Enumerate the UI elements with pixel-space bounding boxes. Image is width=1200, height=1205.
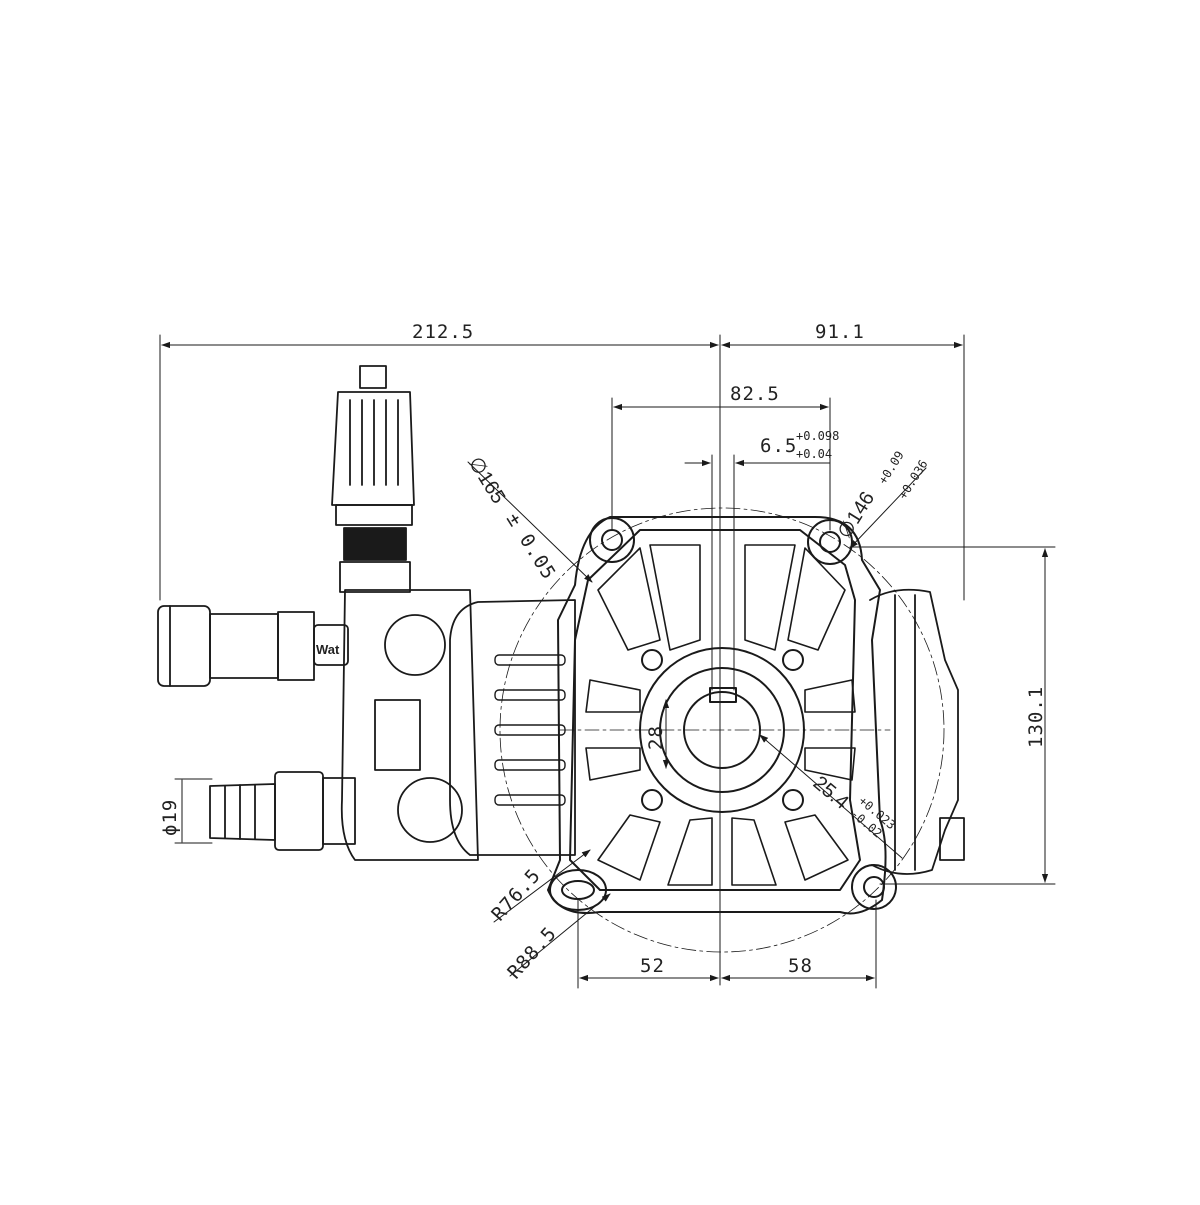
valve-collar <box>335 504 413 526</box>
hub-ring <box>659 667 785 793</box>
inlet-nut <box>274 771 324 851</box>
valve-knob <box>331 391 415 506</box>
dim-key-tol-lower: +0.04 <box>796 447 832 461</box>
dim-keyway-depth: 28 <box>645 725 667 750</box>
dim-bottom-left: 52 <box>640 955 665 977</box>
rib-left-1 <box>597 547 661 651</box>
port-plug-top <box>384 614 446 676</box>
dim-inlet-diameter: ϕ19 <box>159 799 181 836</box>
bolt-slot-bottom-left-inner <box>561 880 595 900</box>
side-cover-nut <box>939 817 965 861</box>
hub-bolt-tr <box>782 649 804 671</box>
fin-2 <box>494 689 566 701</box>
dim-radius-inner: R76.5 <box>487 864 545 925</box>
rib-right-1 <box>787 547 846 651</box>
rib-bottom-2 <box>667 817 713 886</box>
bolt-hole-top-right <box>819 531 841 553</box>
shaft-bore <box>683 691 761 769</box>
rib-top-1 <box>649 544 701 651</box>
rib-bottom-3 <box>731 817 777 886</box>
valve-label: Wat <box>316 642 340 657</box>
unloader-valve <box>331 365 415 593</box>
leader-radius-inner <box>493 849 591 923</box>
rib-left-3 <box>585 747 641 781</box>
dim-pilot-diameter: ∅146 <box>834 488 880 543</box>
inlet-barb <box>209 771 356 851</box>
rib-bottom-4 <box>784 814 849 881</box>
hub-bolt-bl <box>641 789 663 811</box>
leader-pilot-diameter <box>849 467 927 549</box>
manifold-body <box>340 589 576 861</box>
dim-overall-width: 212.5 <box>412 321 474 343</box>
rib-bottom-1 <box>597 814 661 881</box>
keyway <box>709 687 737 703</box>
flange-outline <box>547 516 887 915</box>
bolt-circle-arc <box>499 507 945 953</box>
rib-top-2 <box>744 544 796 651</box>
rib-right-3 <box>804 747 856 781</box>
flange-ribs <box>585 544 856 886</box>
valve-body <box>339 561 411 593</box>
hub-bolt-br <box>782 789 804 811</box>
flange-inner-outline <box>569 529 861 891</box>
dim-bolt-span: 82.5 <box>730 383 780 405</box>
dim-radius-outer: R88.5 <box>503 922 561 983</box>
flange-housing <box>547 516 897 915</box>
bolt-hole-top-left <box>601 529 623 551</box>
dim-right-offset: 91.1 <box>815 321 865 343</box>
side-cover <box>869 588 965 875</box>
dimension-lines <box>159 334 1056 989</box>
fin-4 <box>494 759 566 771</box>
dim-flange-diameter: ∅165 <box>464 453 510 508</box>
inlet-elbow <box>322 777 356 845</box>
hub-bolt-tl <box>641 649 663 671</box>
side-cover-outline <box>869 588 959 875</box>
outlet-fitting <box>313 624 349 666</box>
bolt-boss-top-left <box>589 517 635 563</box>
valve-cap-nut <box>359 365 387 389</box>
dim-bottom-right: 58 <box>788 955 813 977</box>
fin-3 <box>494 724 566 736</box>
dim-flange-diameter-tol: ± 0.05 <box>502 509 560 584</box>
manifold-outline <box>449 599 576 856</box>
dim-pilot-tol-upper: +0.09 <box>876 449 907 487</box>
cooling-fins <box>494 654 566 806</box>
manifold-detail <box>374 699 421 771</box>
bolt-slot-bottom-left <box>549 869 607 911</box>
rib-left-2 <box>585 679 641 713</box>
dim-height: 130.1 <box>1025 686 1047 748</box>
manifold-head <box>340 589 479 861</box>
valve-spring <box>343 527 407 561</box>
bolt-hole-bottom-right <box>863 876 885 898</box>
coupler-body <box>209 613 279 679</box>
leader-shaft-diameter <box>759 734 903 859</box>
outlet-coupler <box>157 605 349 687</box>
center-lines <box>499 507 945 953</box>
hub-outer <box>639 647 805 813</box>
coupler-hex <box>277 611 315 681</box>
fin-5 <box>494 794 566 806</box>
coupler-sleeve <box>157 605 211 687</box>
fin-1 <box>494 654 566 666</box>
barb-shape <box>209 783 276 841</box>
leader-flange-diameter <box>467 461 593 583</box>
dim-key-width: 6.5 <box>760 435 797 457</box>
port-plug-bottom <box>397 777 463 843</box>
dim-key-tol-upper: +0.098 <box>796 429 839 443</box>
bolt-boss-top-right <box>807 519 853 565</box>
rib-right-2 <box>804 679 856 713</box>
bolt-boss-bottom-right <box>851 864 897 910</box>
